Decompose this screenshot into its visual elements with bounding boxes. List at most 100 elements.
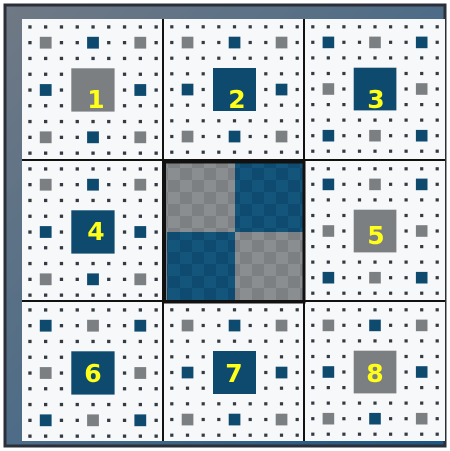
tiny-hole: [28, 199, 31, 202]
tiny-hole: [202, 434, 205, 437]
tiny-hole: [311, 198, 314, 201]
tiny-hole: [60, 104, 63, 107]
tiny-hole: [107, 262, 110, 265]
sub-hole: [134, 179, 146, 191]
tiny-hole: [123, 324, 126, 327]
tiny-hole: [202, 355, 205, 358]
tiny-hole: [436, 245, 439, 248]
tiny-hole: [342, 41, 345, 44]
tiny-hole: [233, 308, 236, 311]
tiny-hole: [107, 25, 110, 28]
sub-hole: [276, 367, 288, 379]
tiny-hole: [202, 119, 205, 122]
tiny-hole: [249, 434, 252, 437]
tiny-hole: [76, 262, 79, 265]
tiny-hole: [264, 151, 267, 154]
tiny-hole: [155, 152, 158, 155]
tiny-hole: [296, 418, 299, 421]
tiny-hole: [264, 57, 267, 60]
tiny-hole: [123, 120, 126, 123]
tiny-hole: [170, 135, 173, 138]
tiny-hole: [139, 57, 142, 60]
sub-hole: [369, 320, 381, 332]
sub-hole: [40, 131, 52, 143]
tiny-hole: [405, 355, 408, 358]
tiny-hole: [44, 104, 47, 107]
tiny-hole: [91, 57, 94, 60]
tiny-hole: [358, 276, 361, 279]
sub-hole: [40, 179, 52, 191]
tiny-hole: [249, 418, 252, 421]
tiny-hole: [155, 371, 158, 374]
tiny-hole: [342, 150, 345, 153]
sub-hole: [182, 367, 194, 379]
tiny-hole: [373, 292, 376, 295]
tiny-hole: [311, 417, 314, 420]
tiny-hole: [123, 183, 126, 186]
tiny-hole: [186, 25, 189, 28]
tiny-hole: [342, 183, 345, 186]
tiny-hole: [436, 87, 439, 90]
tiny-hole: [405, 198, 408, 201]
tiny-hole: [123, 419, 126, 422]
tiny-hole: [139, 120, 142, 123]
tiny-hole: [44, 294, 47, 297]
tiny-hole: [123, 308, 126, 311]
tiny-hole: [296, 371, 299, 374]
tiny-hole: [311, 103, 314, 106]
tiny-hole: [76, 308, 79, 311]
tiny-hole: [44, 57, 47, 60]
tiny-hole: [91, 152, 94, 155]
tiny-hole: [155, 57, 158, 60]
tiny-hole: [139, 340, 142, 343]
tiny-hole: [233, 25, 236, 28]
tiny-hole: [123, 340, 126, 343]
tiny-hole: [60, 308, 63, 311]
tiny-hole: [405, 433, 408, 436]
sub-hole: [323, 272, 335, 284]
tiny-hole: [60, 88, 63, 91]
tiny-hole: [217, 418, 220, 421]
tiny-hole: [107, 308, 110, 311]
tiny-hole: [358, 167, 361, 170]
sub-hole: [416, 272, 428, 284]
tiny-hole: [436, 56, 439, 59]
tiny-hole: [311, 261, 314, 264]
tiny-hole: [91, 308, 94, 311]
tiny-hole: [217, 308, 220, 311]
tiny-hole: [155, 88, 158, 91]
tiny-hole: [327, 245, 330, 248]
tiny-hole: [405, 417, 408, 420]
sub-hole: [134, 367, 146, 379]
tiny-hole: [342, 417, 345, 420]
tiny-hole: [296, 41, 299, 44]
tiny-hole: [76, 403, 79, 406]
tiny-hole: [60, 57, 63, 60]
sub-hole: [87, 37, 99, 49]
tiny-hole: [389, 324, 392, 327]
tiny-hole: [296, 88, 299, 91]
tiny-hole: [436, 119, 439, 122]
tiny-hole: [123, 294, 126, 297]
tiny-hole: [186, 402, 189, 405]
tiny-hole: [436, 214, 439, 217]
tiny-hole: [389, 183, 392, 186]
tiny-hole: [389, 402, 392, 405]
sub-hole: [323, 83, 335, 95]
tiny-hole: [436, 25, 439, 28]
tiny-hole: [264, 371, 267, 374]
tiny-hole: [28, 419, 31, 422]
tiny-hole: [280, 308, 283, 311]
tiny-hole: [123, 167, 126, 170]
tiny-hole: [28, 183, 31, 186]
sub-hole: [369, 37, 381, 49]
tiny-hole: [327, 103, 330, 106]
tiny-hole: [311, 183, 314, 186]
sub-hole: [416, 179, 428, 191]
tiny-hole: [186, 119, 189, 122]
tiny-hole: [358, 56, 361, 59]
tiny-hole: [342, 370, 345, 373]
tiny-hole: [358, 150, 361, 153]
sub-hole: [276, 37, 288, 49]
